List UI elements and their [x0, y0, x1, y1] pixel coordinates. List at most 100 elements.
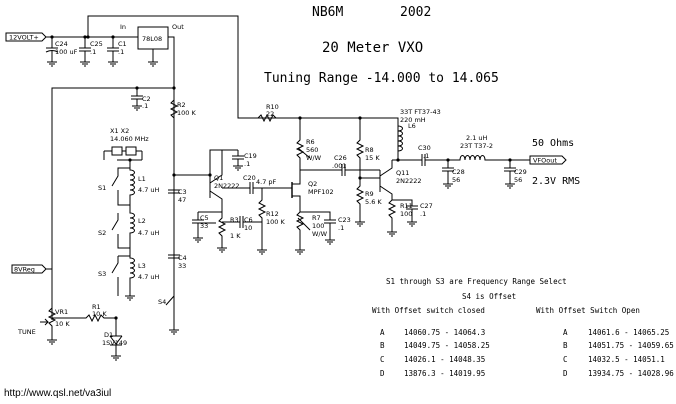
svg-text:R7: R7	[312, 214, 321, 222]
c5-capacitor: C5 33	[192, 211, 222, 243]
svg-text:C24: C24	[55, 40, 68, 48]
svg-text:.1: .1	[118, 48, 124, 56]
r1-resistor: R1 10 K	[52, 303, 116, 323]
svg-text:.1: .1	[423, 152, 429, 160]
svg-text:S2: S2	[98, 229, 106, 237]
row-open: 14061.6 - 14065.25	[588, 328, 669, 337]
svg-text:MPF102: MPF102	[308, 188, 334, 196]
svg-text:R9: R9	[365, 190, 374, 198]
svg-text:R2: R2	[177, 101, 186, 109]
svg-text:C27: C27	[420, 202, 433, 210]
row-open: 14051.75 - 14059.65	[588, 341, 674, 350]
c25-capacitor: C25 .1	[79, 37, 103, 67]
svg-text:56: 56	[452, 176, 460, 184]
row-open: 13934.75 - 14028.96	[588, 369, 674, 378]
switch-s2: S2	[98, 213, 130, 249]
transistor-q1: Q1 2N2222	[209, 150, 240, 212]
c4-capacitor: C4 33	[168, 254, 187, 270]
svg-text:R1: R1	[92, 303, 101, 311]
output-level-label: 2.3V RMS	[532, 176, 580, 187]
row-open-sel: D	[563, 369, 568, 378]
c27-capacitor: C27 .1	[392, 199, 433, 227]
svg-text:TUNE: TUNE	[17, 328, 36, 336]
crystals-x1-x2: X1 X2 14.060 MHz	[103, 127, 149, 160]
inductor-l3: L3 4.7 uH	[125, 248, 160, 301]
svg-text:S3: S3	[98, 270, 106, 278]
r2-resistor: R2 100 K	[169, 99, 196, 119]
row-sel: A	[380, 328, 385, 337]
svg-text:C2: C2	[142, 95, 151, 103]
svg-text:L2: L2	[138, 217, 146, 225]
c2-capacitor: C2 .1	[131, 88, 151, 111]
row-closed: 14049.75 - 14058.25	[404, 341, 490, 350]
vr1-potentiometer: VR1 10 K TUNE	[17, 307, 70, 345]
svg-text:Q11: Q11	[396, 169, 409, 177]
q1-base-wire	[174, 149, 238, 176]
svg-text:X1 X2: X1 X2	[110, 127, 129, 135]
svg-text:.1: .1	[90, 48, 96, 56]
svg-text:10: 10	[244, 224, 252, 232]
svg-text:22: 22	[266, 110, 274, 118]
svg-text:L6: L6	[408, 122, 416, 130]
row-open-sel: A	[563, 328, 568, 337]
svg-text:C23: C23	[338, 216, 351, 224]
row-sel: C	[380, 355, 385, 364]
r11-resistor: R11 100	[387, 199, 413, 237]
svg-text:VR1: VR1	[55, 308, 68, 316]
row-sel: D	[380, 369, 385, 378]
svg-text:R8: R8	[365, 146, 374, 154]
svg-text:L3: L3	[138, 262, 146, 270]
svg-text:C19: C19	[244, 152, 257, 160]
svg-text:C29: C29	[514, 168, 527, 176]
svg-text:1SV149: 1SV149	[102, 339, 127, 347]
r12-resistor: R12 100 K	[257, 188, 285, 255]
svg-text:C25: C25	[90, 40, 103, 48]
svg-text:S4: S4	[158, 298, 166, 306]
svg-text:15 K: 15 K	[365, 154, 380, 162]
transistor-q2: Q2 MPF102	[282, 178, 334, 212]
svg-text:L1: L1	[138, 175, 146, 183]
svg-text:C30: C30	[418, 144, 431, 152]
r10-resistor: R10 22	[238, 103, 300, 123]
svg-text:C28: C28	[452, 168, 465, 176]
table-heading: S1 through S3 are Frequency Range Select	[386, 277, 567, 286]
svg-text:.1: .1	[338, 224, 344, 232]
svg-text:C26: C26	[334, 154, 347, 162]
rail-8v	[168, 36, 175, 330]
svg-text:100: 100	[312, 222, 324, 230]
callsign: NB6M	[312, 5, 343, 20]
inductor-l2: L2 4.7 uH	[129, 205, 160, 248]
frequency-table: S1 through S3 are Frequency Range Select…	[372, 277, 674, 378]
svg-text:2.1 uH: 2.1 uH	[466, 134, 488, 142]
r7-resistor: R7 100 W/W	[295, 211, 328, 255]
row-open: 14032.5 - 14051.1	[588, 355, 665, 364]
c3-capacitor: C3 47	[168, 188, 187, 255]
c26-capacitor: C26 .001	[300, 154, 380, 176]
svg-text:33T FT37-43: 33T FT37-43	[400, 108, 441, 116]
top-wire	[87, 15, 330, 119]
svg-text:.1: .1	[142, 102, 148, 110]
tuning-range: Tuning Range -14.000 to 14.065	[264, 71, 499, 86]
svg-text:100 K: 100 K	[266, 218, 285, 226]
inductor-l5: 2.1 uH 23T T37-2	[448, 134, 510, 161]
impedance-label: 50 Ohms	[532, 138, 574, 149]
svg-text:220 mH: 220 mH	[400, 116, 426, 124]
svg-text:S1: S1	[98, 184, 106, 192]
svg-text:Q1: Q1	[214, 174, 223, 182]
svg-text:33: 33	[178, 262, 186, 270]
switch-s3: S3	[98, 256, 119, 296]
c23-capacitor: C23 .1	[300, 211, 351, 245]
inductor-l6: 33T FT37-43 L6 220 mH	[397, 108, 441, 152]
svg-text:560: 560	[306, 146, 318, 154]
supply-label: 12VOLT+	[9, 34, 39, 42]
svg-text:100 uF: 100 uF	[55, 48, 78, 56]
transistor-q11: Q11 2N2222	[379, 160, 422, 200]
svg-text:14.060 MHz: 14.060 MHz	[110, 135, 149, 143]
svg-text:100 K: 100 K	[177, 109, 196, 117]
svg-text:10 K: 10 K	[92, 310, 107, 318]
col-offset-closed: With Offset switch closed	[372, 306, 485, 315]
c30-capacitor: C30 .1	[398, 144, 448, 166]
row-closed: 14060.75 - 14064.3	[404, 328, 485, 337]
